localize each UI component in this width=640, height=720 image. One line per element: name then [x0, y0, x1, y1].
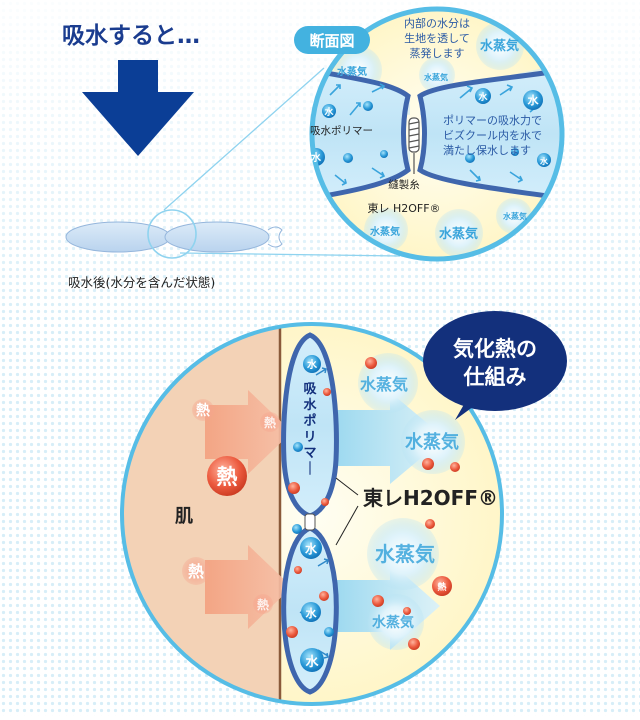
svg-text:熱: 熱 — [264, 415, 276, 430]
svg-text:水: 水 — [305, 654, 319, 670]
svg-text:水蒸気: 水蒸気 — [423, 72, 448, 82]
swollen-fiber — [65, 221, 283, 253]
svg-text:満たし保水します: 満たし保水します — [443, 143, 531, 157]
svg-text:熱: 熱 — [196, 402, 210, 419]
svg-text:ビズクール内を水で: ビズクール内を水で — [443, 128, 542, 142]
skin-label: 肌 — [175, 506, 193, 527]
svg-text:吸水ポリマ｜: 吸水ポリマ｜ — [303, 382, 317, 477]
svg-text:熱: 熱 — [257, 597, 269, 612]
svg-text:水蒸気: 水蒸気 — [439, 226, 478, 242]
polymer-label-char: マ — [303, 446, 316, 461]
svg-text:熱: 熱 — [437, 581, 446, 593]
fiber-label-mechanism: 東レH2OFF® — [363, 486, 498, 510]
svg-text:水蒸気: 水蒸気 — [480, 38, 519, 54]
svg-text:仕組み: 仕組み — [463, 365, 527, 389]
polymer-label-char: ポ — [303, 413, 316, 429]
heat-glyphs: 熱 熱 熱 熱 熱 熱 — [188, 402, 447, 612]
svg-text:水: 水 — [539, 156, 549, 166]
water-glyphs-cross-section: 水 水 水 水 水 — [310, 91, 549, 166]
svg-text:内部の水分は: 内部の水分は — [404, 16, 470, 30]
svg-text:水蒸気: 水蒸気 — [336, 65, 367, 78]
cross-section-badge-label: 断面図 — [309, 32, 354, 50]
thread-coil — [408, 117, 420, 174]
mechanism-speech-bubble — [423, 311, 567, 420]
thread-label: 縫製糸 — [388, 178, 420, 191]
heat-arrows — [205, 390, 292, 629]
polymer-label-cross-section: 吸水ポリマー — [310, 125, 373, 137]
svg-text:水蒸気: 水蒸気 — [369, 225, 400, 238]
polymer-label-char: ｜ — [303, 461, 316, 477]
after-absorb-caption: 吸水後(水分を含んだ状態) — [68, 275, 215, 290]
zoom-line-lower — [179, 252, 401, 257]
steam-glyphs-cross-section: 水蒸気 水蒸気 水蒸気 水蒸気 水蒸気 水蒸気 — [336, 38, 527, 242]
svg-text:ポリマーの吸水力で: ポリマーの吸水力で — [443, 114, 542, 127]
svg-text:水蒸気: 水蒸気 — [360, 375, 408, 394]
left-pod — [312, 64, 411, 203]
steam-labels: 水蒸気 水蒸気 水蒸気 水蒸気 — [360, 375, 459, 631]
polymer-label-char: 吸 — [303, 382, 317, 397]
fiber-leader-lower — [335, 505, 359, 546]
cross-section-badge — [294, 26, 370, 54]
svg-text:水蒸気: 水蒸気 — [502, 211, 527, 221]
svg-text:水蒸気: 水蒸気 — [405, 431, 459, 453]
down-arrow-icon — [82, 60, 194, 156]
cross-section-circle — [309, 6, 565, 262]
svg-text:水: 水 — [324, 106, 334, 118]
svg-text:気化熱の: 気化熱の — [453, 337, 537, 361]
svg-text:熱: 熱 — [188, 562, 204, 581]
svg-text:生地を透して: 生地を透して — [404, 31, 470, 45]
polymer-label-mechanism: 吸水ポリマ｜ — [303, 382, 317, 477]
heat-particles — [182, 357, 460, 650]
polymer-label-char: リ — [303, 430, 316, 445]
svg-text:水: 水 — [310, 151, 322, 164]
water-drops-mechanism — [292, 355, 334, 672]
zoom-line-upper — [163, 67, 325, 211]
svg-text:水: 水 — [306, 358, 318, 371]
polymer-label-char: 水 — [303, 397, 317, 413]
fiber-leader-upper — [335, 477, 359, 496]
svg-text:水: 水 — [306, 606, 318, 620]
water-glyphs-mechanism: 水 水 水 水 — [305, 358, 320, 670]
svg-text:熱: 熱 — [217, 465, 238, 489]
svg-text:水: 水 — [478, 91, 488, 103]
speech-bubble-text: 気化熱の 仕組み — [453, 337, 537, 389]
zoom-target-circle — [147, 209, 197, 259]
svg-text:水: 水 — [305, 541, 318, 556]
fiber-label-cross-section: 東レ H2OFF® — [367, 202, 440, 215]
svg-text:水蒸気: 水蒸気 — [375, 542, 435, 566]
svg-text:水蒸気: 水蒸気 — [372, 614, 414, 631]
evaporation-note: 内部の水分は 生地を透して 蒸発します — [404, 16, 470, 60]
svg-text:蒸発します: 蒸発します — [410, 46, 465, 60]
svg-text:水: 水 — [528, 93, 540, 107]
absorb-heading: 吸水すると… — [62, 23, 200, 49]
retention-note: ポリマーの吸水力で ビズクール内を水で 満たし保水します — [443, 114, 542, 157]
